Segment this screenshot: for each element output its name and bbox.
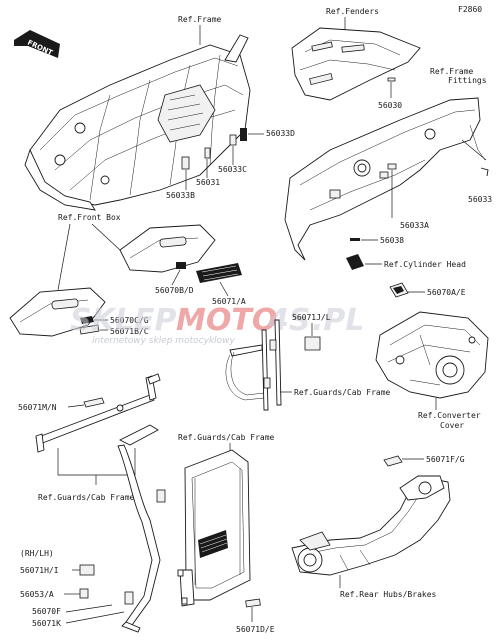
label-ref-frame: Ref.Frame bbox=[178, 15, 222, 24]
label-part-56070BD bbox=[176, 262, 186, 269]
callout-56033: 56033 bbox=[468, 195, 492, 204]
cab-door-panel bbox=[177, 449, 251, 607]
label-rh-lh: (RH/LH) bbox=[20, 549, 54, 558]
callout-56033C: 56033C bbox=[218, 165, 247, 174]
callout-56071K: 56071K bbox=[32, 619, 61, 628]
frame-assembly bbox=[24, 34, 251, 211]
rear-hub-assembly bbox=[291, 475, 451, 576]
label-ref-frame-fittings-1: Ref.Frame bbox=[430, 67, 474, 76]
watermark-part-2: 4S bbox=[267, 303, 310, 338]
label-part-56033C bbox=[229, 134, 237, 146]
page-code: F2860 bbox=[458, 5, 482, 14]
callout-56070CG: 56070C/G bbox=[110, 316, 149, 325]
label-ref-guards-1: Ref.Guards/Cab Frame bbox=[294, 388, 391, 397]
label-part-56071FG bbox=[383, 455, 403, 467]
converter-cover bbox=[375, 311, 489, 399]
callout-56070AE: 56070A/E bbox=[427, 288, 466, 297]
front-box-lower bbox=[9, 287, 106, 337]
label-ref-frame-fittings-2: Fittings bbox=[448, 76, 487, 85]
callout-56070BD: 56070B/D bbox=[155, 286, 194, 295]
label-part-56038 bbox=[350, 238, 360, 241]
callout-56033A: 56033A bbox=[400, 221, 429, 230]
callout-56071FG: 56071F/G bbox=[426, 455, 465, 464]
label-part-56071BC bbox=[79, 324, 100, 335]
watermark-part-3: .PL bbox=[312, 303, 365, 338]
callout-56030: 56030 bbox=[378, 101, 402, 110]
callout-56071HI: 56071H/I bbox=[20, 566, 59, 575]
label-ref-rear-hubs: Ref.Rear Hubs/Brakes bbox=[340, 590, 437, 599]
guard-bar bbox=[35, 373, 161, 453]
watermark-part-red: MOTO bbox=[176, 303, 277, 338]
front-direction-badge: FRONT bbox=[14, 30, 60, 58]
label-part-56033B bbox=[181, 156, 190, 170]
guard-tall bbox=[117, 424, 166, 633]
label-part-56033A bbox=[387, 163, 397, 170]
callout-56033B: 56033B bbox=[166, 191, 195, 200]
label-part-56071JL bbox=[304, 336, 321, 351]
label-part-56031 bbox=[204, 147, 211, 159]
callout-56070F: 56070F bbox=[32, 607, 61, 616]
label-ref-guards-3: Ref.Guards/Cab Frame bbox=[178, 433, 275, 442]
label-part-56033 bbox=[480, 167, 489, 177]
callout-56071A: 56071/A bbox=[212, 297, 246, 306]
label-part-56071DE bbox=[245, 598, 261, 608]
label-ref-cylinder-head: Ref.Cylinder Head bbox=[384, 260, 466, 269]
front-box-upper bbox=[119, 224, 216, 273]
watermark-tagline: internetowy sklep motocyklowy bbox=[92, 336, 235, 346]
watermark: SKLEP MOTO 4S .PL internetowy sklep moto… bbox=[70, 303, 365, 346]
callout-56071JL: 56071J/L bbox=[292, 313, 331, 322]
label-ref-converter-1: Ref.Converter bbox=[418, 411, 481, 420]
label-part-56030 bbox=[387, 77, 396, 82]
callout-56071BC: 56071B/C bbox=[110, 327, 149, 336]
label-ref-guards-2: Ref.Guards/Cab Frame bbox=[38, 493, 135, 502]
label-ref-converter-2: Cover bbox=[440, 421, 464, 430]
callout-56033D: 56033D bbox=[266, 129, 295, 138]
label-part-cylinder-head bbox=[346, 254, 364, 270]
label-part-56070CG bbox=[80, 316, 94, 324]
callout-56031: 56031 bbox=[196, 178, 220, 187]
guard-upper bbox=[225, 319, 282, 411]
label-part-56033D bbox=[240, 128, 247, 141]
callout-56053A: 56053/A bbox=[20, 590, 54, 599]
watermark-part-1: SKLEP bbox=[70, 303, 176, 338]
label-part-56053A bbox=[79, 588, 89, 599]
fender-assembly bbox=[291, 27, 421, 101]
callout-56038: 56038 bbox=[380, 236, 404, 245]
frame-fitting-assembly bbox=[284, 97, 486, 261]
label-ref-front-box: Ref.Front Box bbox=[58, 213, 121, 222]
callout-56071MN: 56071M/N bbox=[18, 403, 57, 412]
callout-56071DE: 56071D/E bbox=[236, 625, 275, 634]
label-ref-fenders: Ref.Fenders bbox=[326, 7, 379, 16]
label-part-56071HI bbox=[79, 564, 95, 576]
label-part-56071MN bbox=[83, 397, 105, 408]
